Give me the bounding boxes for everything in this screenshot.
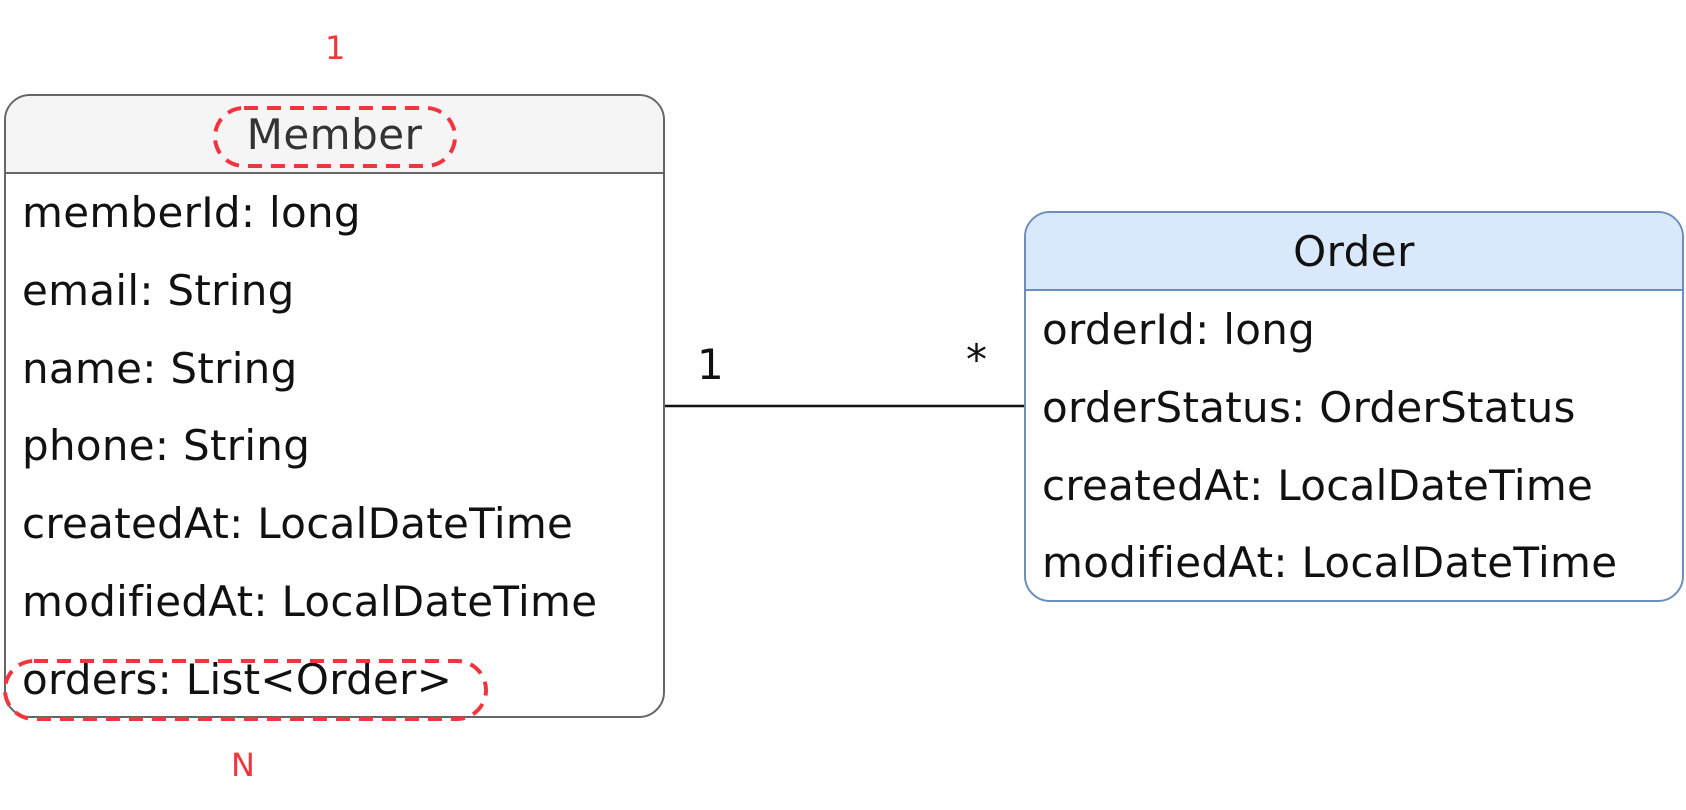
member-attribute-list: memberId: long email: String name: Strin…: [6, 174, 663, 716]
member-attribute: memberId: long: [22, 188, 361, 237]
order-attribute: createdAt: LocalDateTime: [1042, 460, 1594, 510]
member-attribute-orders: orders: List<Order>: [22, 654, 453, 704]
member-attribute: modifiedAt: LocalDateTime: [22, 576, 598, 626]
class-note-one: 1: [325, 29, 346, 67]
order-attribute-list: orderId: long orderStatus: OrderStatus c…: [1026, 291, 1682, 600]
member-attribute: phone: String: [22, 421, 311, 471]
member-class-box: Member memberId: long email: String name…: [4, 94, 665, 718]
order-attribute: orderId: long: [1042, 305, 1316, 354]
member-class-name: Member: [6, 96, 663, 174]
source-multiplicity: 1: [697, 340, 724, 389]
member-attribute: name: String: [22, 343, 298, 393]
order-class-box: Order orderId: long orderStatus: OrderSt…: [1024, 211, 1684, 602]
order-class-name: Order: [1026, 213, 1682, 291]
member-attribute: createdAt: LocalDateTime: [22, 499, 574, 549]
order-attribute: orderStatus: OrderStatus: [1042, 382, 1576, 432]
field-note-n: N: [231, 746, 255, 784]
target-multiplicity: *: [966, 335, 987, 384]
order-attribute: modifiedAt: LocalDateTime: [1042, 538, 1618, 588]
member-attribute: email: String: [22, 265, 295, 315]
